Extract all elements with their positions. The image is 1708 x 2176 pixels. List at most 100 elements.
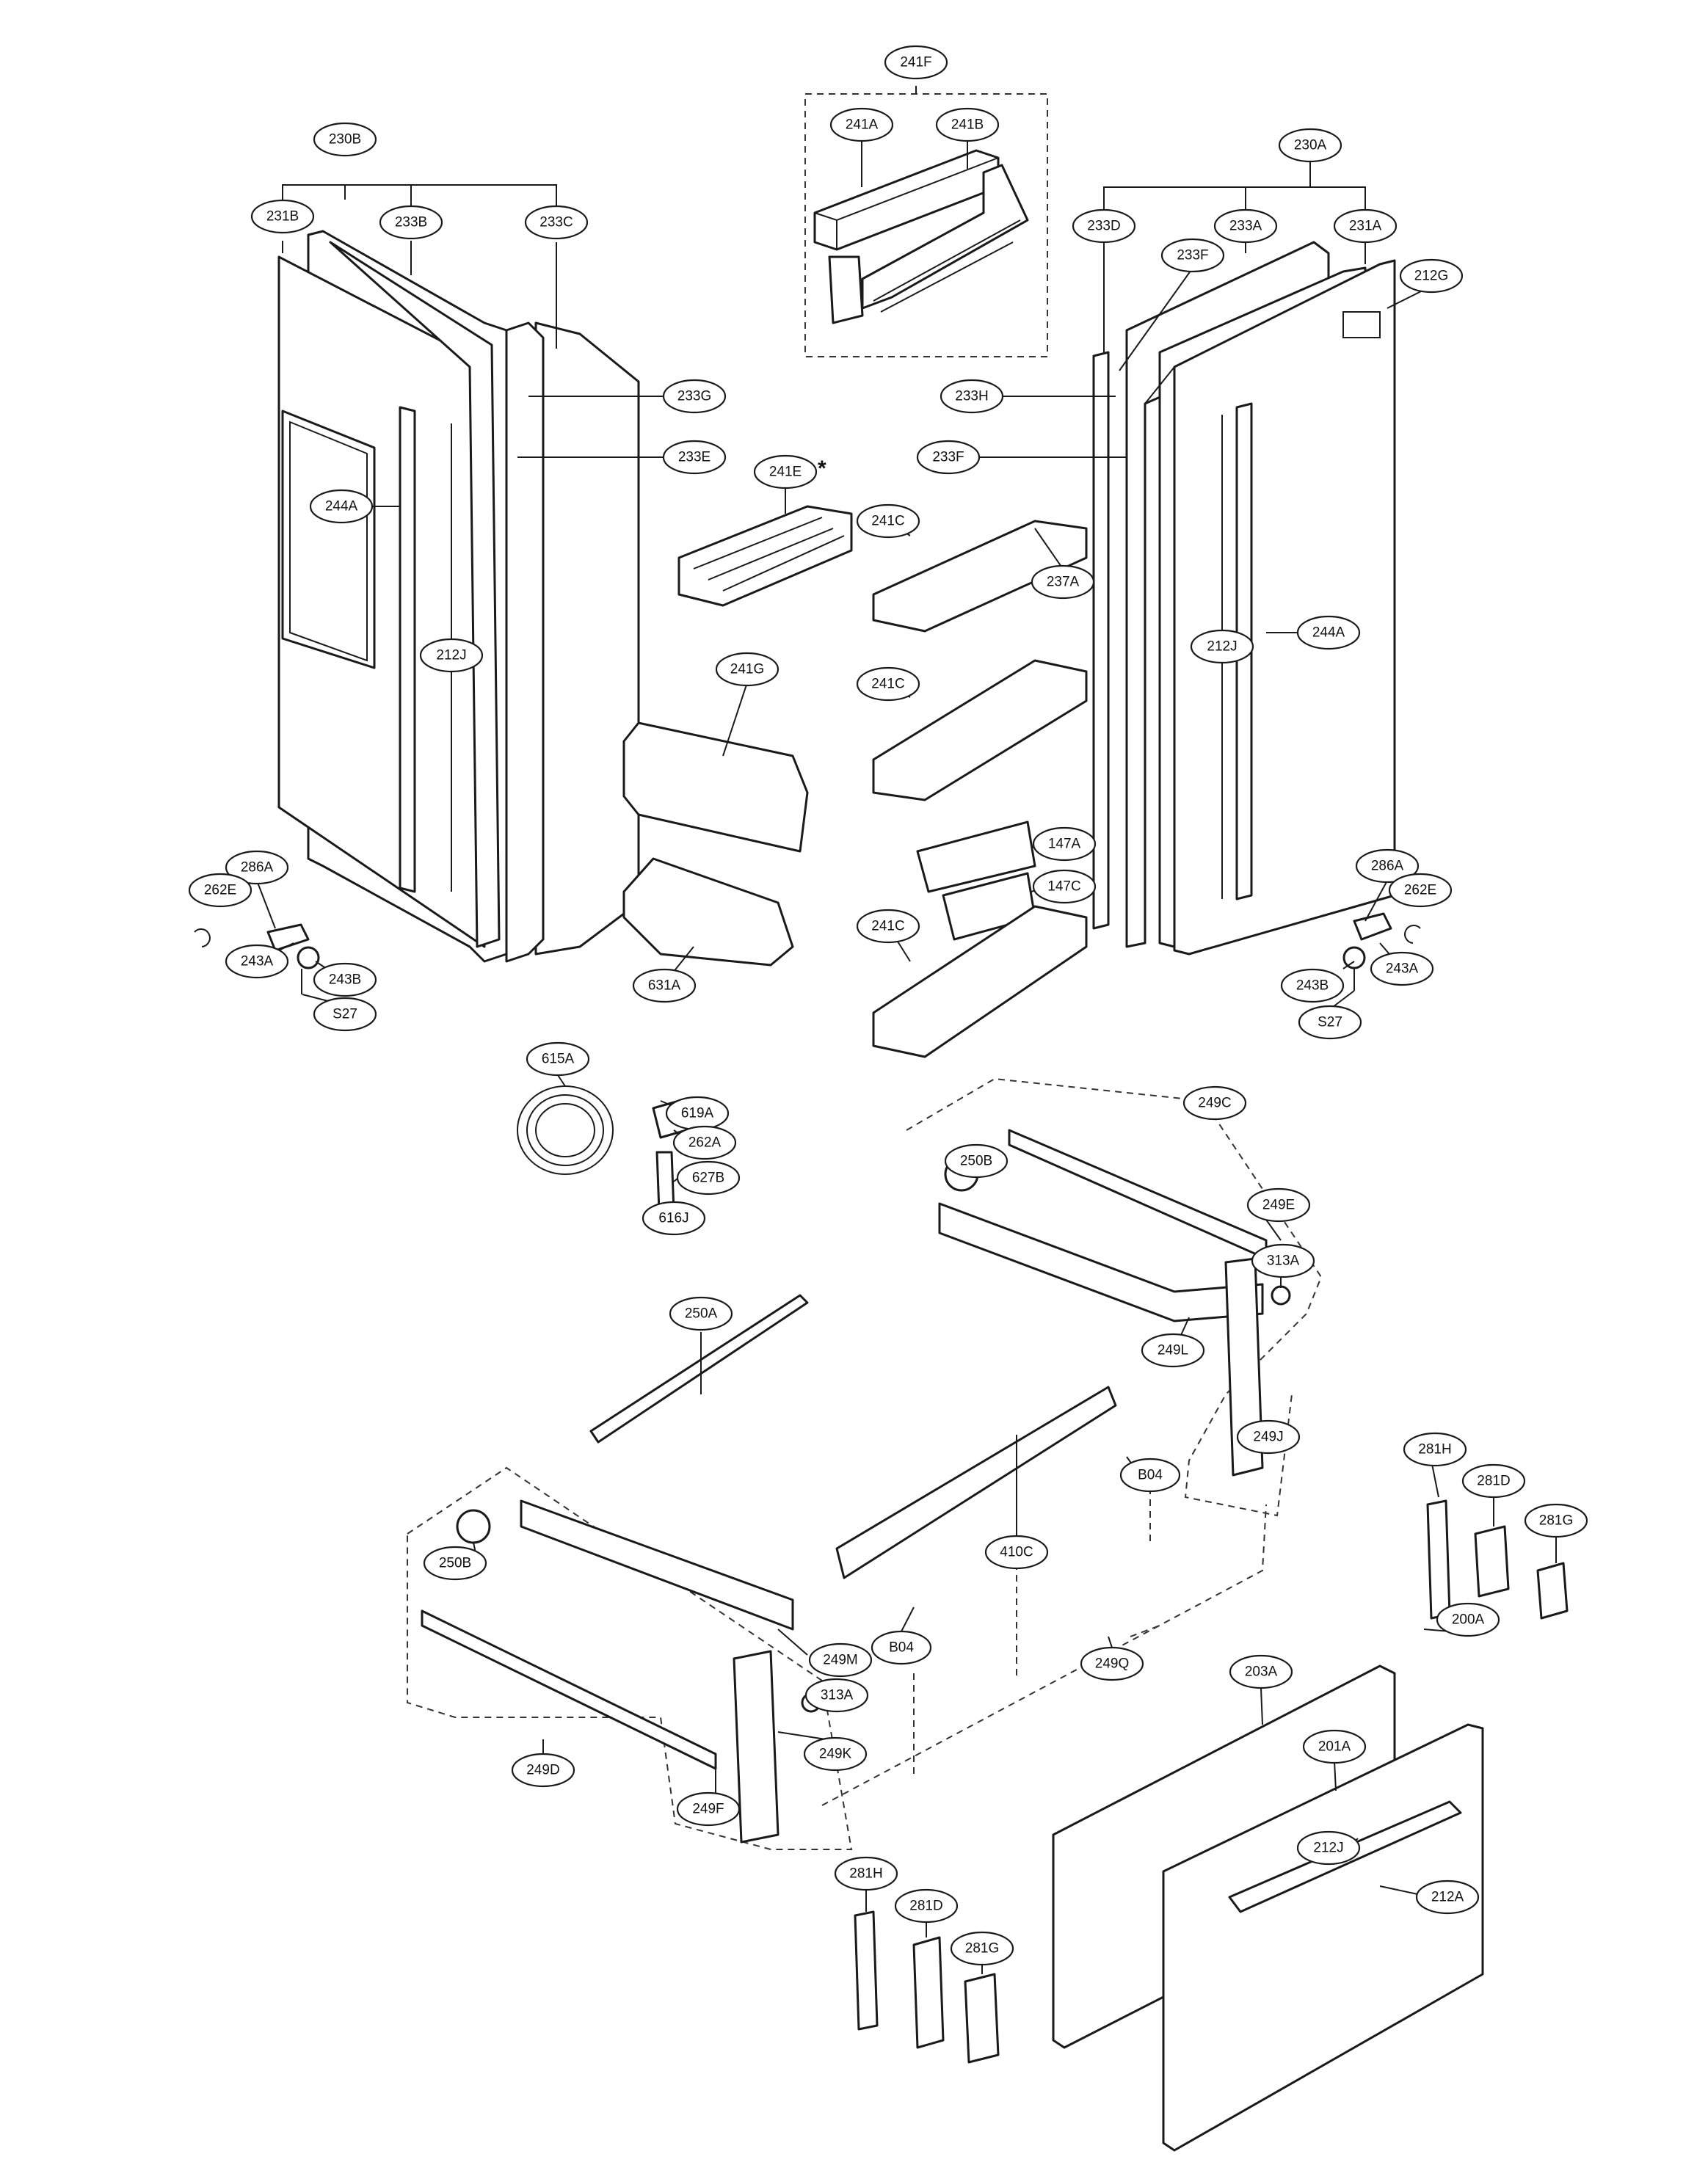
lower-rail-assembly xyxy=(407,1466,853,1850)
callout-241A: 241A xyxy=(829,107,894,142)
callout-231B: 231B xyxy=(250,199,315,234)
callout-203A: 203A xyxy=(1229,1654,1293,1689)
svg-text:233G: 233G xyxy=(677,389,711,404)
svg-text:241C: 241C xyxy=(871,919,904,934)
callout-249Q: 249Q xyxy=(1080,1646,1144,1681)
callout-243B-right: 243B xyxy=(1280,968,1345,1003)
svg-text:233H: 233H xyxy=(955,389,988,404)
callout-230B: 230B xyxy=(313,122,377,157)
svg-text:249E: 249E xyxy=(1262,1198,1295,1213)
callout-212A: 212A xyxy=(1415,1880,1480,1915)
svg-text:249J: 249J xyxy=(1253,1430,1283,1445)
callout-281G-bot: 281G xyxy=(950,1931,1014,1966)
callout-233F-top: 233F xyxy=(1160,238,1225,273)
svg-text:203A: 203A xyxy=(1245,1664,1278,1680)
callout-241C-3: 241C xyxy=(856,909,920,944)
svg-text:241C: 241C xyxy=(871,514,904,529)
svg-text:244A: 244A xyxy=(325,499,358,514)
callout-249C: 249C xyxy=(1182,1085,1247,1121)
callout-281H-bot: 281H xyxy=(834,1856,898,1891)
callout-233E: 233E xyxy=(662,440,727,475)
svg-text:241E: 241E xyxy=(769,465,802,480)
svg-text:231A: 231A xyxy=(1349,219,1382,234)
door-bins xyxy=(622,505,1088,1058)
callout-S27-right: S27 xyxy=(1298,1005,1362,1040)
callout-249M: 249M xyxy=(808,1642,873,1678)
callout-250B-bot: 250B xyxy=(423,1546,487,1581)
svg-text:262A: 262A xyxy=(688,1135,722,1151)
callout-241C-1: 241C xyxy=(856,503,920,539)
assembly-link-249Q xyxy=(821,1504,1267,1806)
right-door-assembly xyxy=(1092,241,1396,956)
callout-250A: 250A xyxy=(669,1296,733,1331)
svg-text:B04: B04 xyxy=(1138,1468,1163,1483)
callout-233C: 233C xyxy=(524,205,589,240)
callout-631A: 631A xyxy=(632,968,697,1003)
svg-text:230B: 230B xyxy=(329,132,361,148)
svg-text:241G: 241G xyxy=(730,662,764,677)
callout-233G: 233G xyxy=(662,379,727,414)
callout-233B: 233B xyxy=(379,205,443,240)
callout-233D: 233D xyxy=(1072,208,1136,244)
callout-230A: 230A xyxy=(1278,128,1342,163)
callout-233A: 233A xyxy=(1213,208,1278,244)
svg-text:262E: 262E xyxy=(1404,883,1436,898)
svg-text:243B: 243B xyxy=(1296,978,1329,994)
callout-241F: 241F xyxy=(884,45,948,80)
svg-text:281H: 281H xyxy=(849,1866,882,1882)
callout-262E-right: 262E xyxy=(1388,873,1453,908)
svg-text:147A: 147A xyxy=(1048,837,1081,852)
callout-233F-mid: 233F xyxy=(916,440,981,475)
svg-text:281G: 281G xyxy=(1539,1513,1573,1529)
svg-text:250A: 250A xyxy=(685,1306,718,1322)
svg-text:619A: 619A xyxy=(681,1106,714,1121)
svg-text:201A: 201A xyxy=(1318,1739,1351,1755)
callout-281G-top: 281G xyxy=(1524,1503,1588,1538)
callout-410C: 410C xyxy=(984,1535,1049,1570)
svg-text:243A: 243A xyxy=(1386,961,1419,977)
callout-615A: 615A xyxy=(526,1041,590,1077)
callout-262E-left: 262E xyxy=(188,873,252,908)
callout-241G: 241G xyxy=(715,652,779,687)
callout-B04-bot: B04 xyxy=(871,1630,932,1665)
callout-237A: 237A xyxy=(1031,564,1095,600)
svg-text:233F: 233F xyxy=(932,450,964,465)
svg-text:249C: 249C xyxy=(1198,1096,1231,1111)
callout-619A: 619A xyxy=(665,1096,730,1131)
callout-231A: 231A xyxy=(1333,208,1398,244)
callout-212J-right: 212J xyxy=(1190,629,1254,664)
callout-201A: 201A xyxy=(1302,1729,1367,1764)
svg-text:231B: 231B xyxy=(266,209,299,225)
callout-233H: 233H xyxy=(940,379,1004,414)
svg-text:249D: 249D xyxy=(526,1763,559,1778)
callout-147C: 147C xyxy=(1032,869,1097,904)
svg-text:212J: 212J xyxy=(436,648,466,663)
svg-text:241A: 241A xyxy=(846,117,879,133)
callout-249E: 249E xyxy=(1246,1187,1311,1223)
rails xyxy=(589,1294,1117,1579)
svg-text:233A: 233A xyxy=(1229,219,1262,234)
svg-text:233D: 233D xyxy=(1087,219,1120,234)
svg-text:262E: 262E xyxy=(204,883,236,898)
callout-212G: 212G xyxy=(1399,258,1464,294)
svg-text:616J: 616J xyxy=(658,1211,688,1226)
svg-text:243B: 243B xyxy=(329,972,361,988)
callout-262A: 262A xyxy=(672,1125,737,1160)
callout-244A-left: 244A xyxy=(309,489,374,524)
svg-text:237A: 237A xyxy=(1047,575,1080,590)
callout-249J: 249J xyxy=(1236,1419,1301,1455)
svg-text:233B: 233B xyxy=(395,215,427,230)
hinges xyxy=(194,912,1421,994)
upper-rail-assembly-249C xyxy=(906,1077,1323,1517)
callout-281D-bot: 281D xyxy=(894,1888,959,1924)
svg-text:249F: 249F xyxy=(692,1802,724,1817)
svg-text:250B: 250B xyxy=(439,1556,471,1571)
svg-text:615A: 615A xyxy=(542,1052,575,1067)
svg-text:241F: 241F xyxy=(900,55,931,70)
svg-text:249L: 249L xyxy=(1158,1343,1188,1358)
callout-627B: 627B xyxy=(676,1160,741,1196)
svg-text:233C: 233C xyxy=(539,215,573,230)
drawer-brackets xyxy=(854,1499,1569,2064)
callout-249L: 249L xyxy=(1141,1333,1205,1368)
